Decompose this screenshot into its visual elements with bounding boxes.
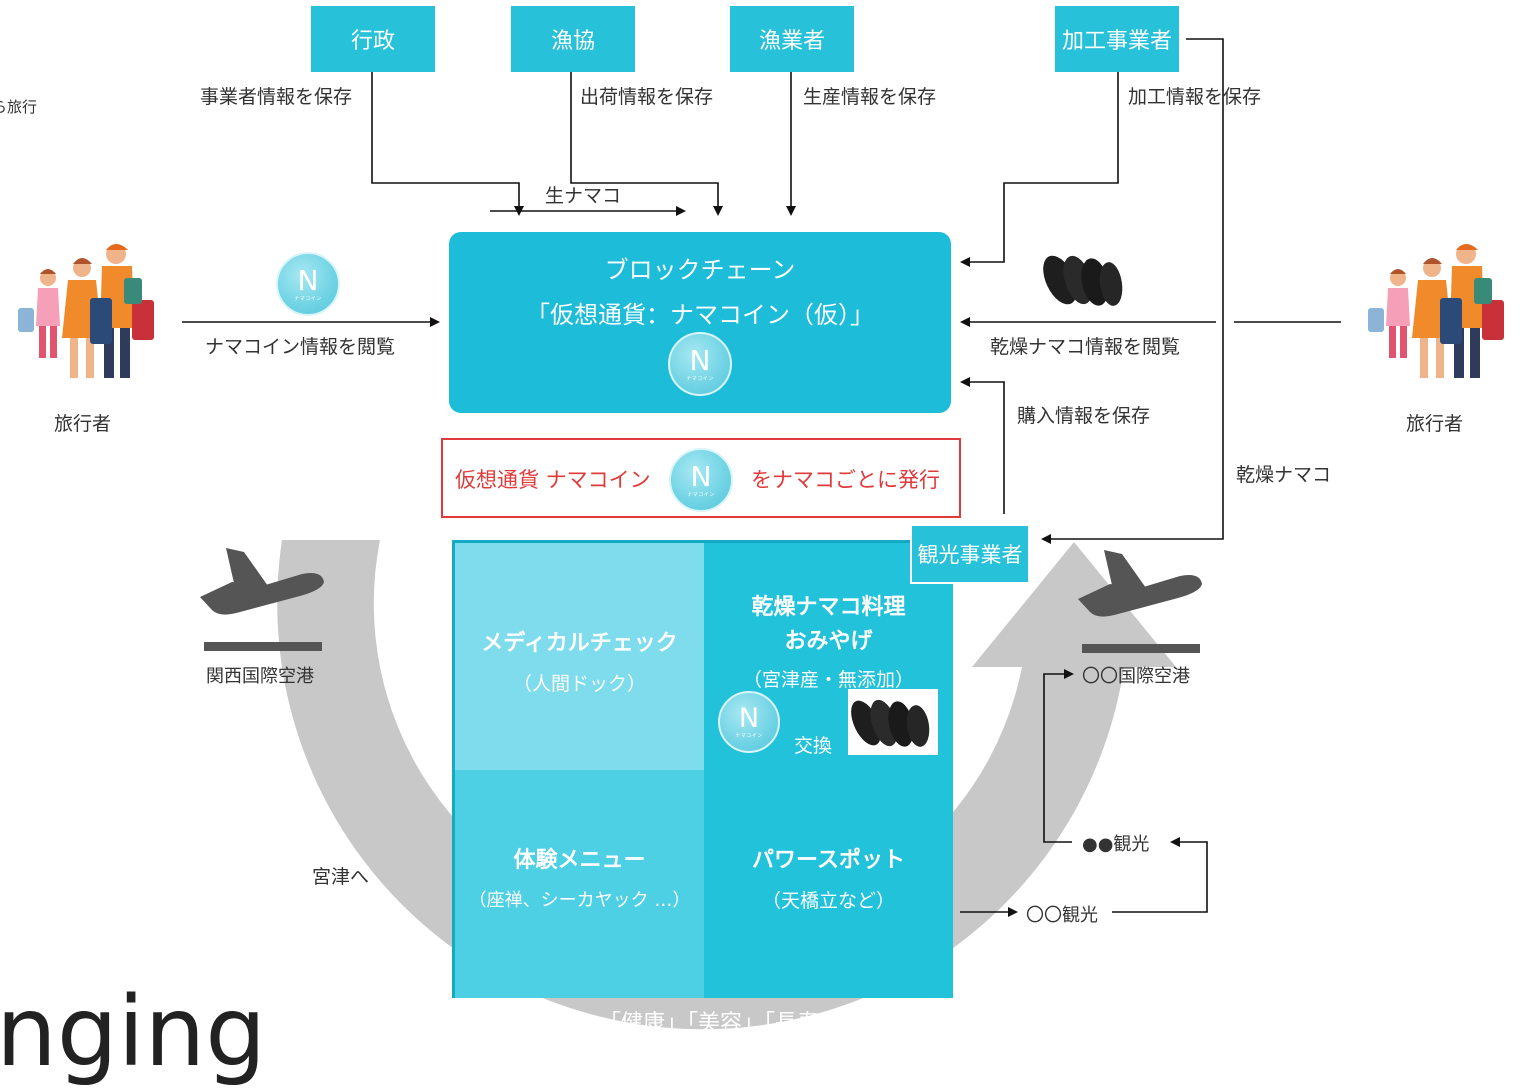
issue-notice-left: 仮想通貨 ナマコイン xyxy=(455,468,651,492)
label-gov-save: 事業者情報を保存 xyxy=(200,86,353,108)
dried-sea-cucumber-image xyxy=(1043,255,1123,306)
cut-off-text: ら旅行 xyxy=(0,98,38,116)
stakeholder-coop: 漁協 xyxy=(511,6,635,72)
experience-sub: （座禅、シーカヤック …） xyxy=(468,890,691,911)
label-traveler-right: 旅行者 xyxy=(1406,413,1464,435)
issue-notice-right: をナマコごとに発行 xyxy=(751,468,940,492)
traveler-family-icon-right xyxy=(1368,244,1504,378)
medical-title: メディカルチェック xyxy=(481,631,678,656)
blockchain-title: ブロックチェーン xyxy=(604,256,796,284)
label-view-coin: ナマコイン情報を閲覧 xyxy=(205,336,396,358)
label-view-dried: 乾燥ナマコ情報を閲覧 xyxy=(990,336,1181,358)
cell-medical: メディカルチェック （人間ドック） xyxy=(455,543,704,770)
blockchain-subtitle: 「仮想通貨：ナマコイン（仮）」 xyxy=(526,301,874,329)
stakeholder-fisher: 漁業者 xyxy=(730,6,854,72)
label-processor-save: 加工情報を保存 xyxy=(1128,86,1262,108)
issue-notice: 仮想通貨 ナマコイン N ナマコイン をナマコごとに発行 xyxy=(441,438,961,518)
label-traveler-left: 旅行者 xyxy=(54,413,112,435)
power-sub: （天橋立など） xyxy=(761,890,895,912)
medical-sub: （人間ドック） xyxy=(512,673,646,695)
cell-experience: 体験メニュー （座禅、シーカヤック …） xyxy=(455,770,704,998)
theme-label: テーマ：「健康」「美容」「長寿」 xyxy=(522,1011,842,1036)
namacoin-icon-notice: N ナマコイン xyxy=(669,448,733,512)
stakeholder-gov: 行政 xyxy=(311,6,435,72)
label-kansai-airport: 関西国際空港 xyxy=(206,666,314,687)
cuisine-sub: （宮津産・無添加） xyxy=(742,669,914,691)
namacoin-icon-exchange: N ナマコイン xyxy=(718,691,780,753)
airplane-departure-icon-right xyxy=(1078,550,1202,653)
label-sightseeing-b: 〇〇観光 xyxy=(1026,905,1098,926)
airplane-departure-icon xyxy=(200,548,324,651)
cuisine-title-1: 乾燥ナマコ料理 xyxy=(751,595,906,620)
tourism-operator-box: 観光事業者 xyxy=(910,524,1030,584)
cuisine-title-2: おみやげ xyxy=(784,629,873,654)
cuisine-photo xyxy=(848,689,938,755)
traveler-family-icon xyxy=(18,244,154,378)
experience-title: 体験メニュー xyxy=(513,848,646,873)
label-raw-sea-cucumber: 生ナマコ xyxy=(545,185,622,207)
namacoin-icon-chain: N ナマコイン xyxy=(668,332,732,396)
exchange-label: 交換 xyxy=(794,735,833,757)
cell-power-spot: パワースポット （天橋立など） xyxy=(704,770,953,998)
label-fisher-save: 生産情報を保存 xyxy=(803,86,937,108)
blockchain-box: ブロックチェーン 「仮想通貨：ナマコイン（仮）」 N ナマコイン xyxy=(449,232,951,413)
stakeholder-processor: 加工事業者 xyxy=(1055,6,1179,72)
dried-sea-cucumber-photo xyxy=(851,699,930,747)
label-other-airport: 〇〇国際空港 xyxy=(1082,666,1190,687)
power-title: パワースポット xyxy=(752,848,905,873)
tourism-grid: メディカルチェック （人間ドック） 乾燥ナマコ料理 おみやげ （宮津産・無添加）… xyxy=(452,540,953,998)
bottom-cut-text: nging xyxy=(0,976,267,1088)
label-purchase-save: 購入情報を保存 xyxy=(1017,405,1151,427)
label-to-miyazu: 宮津へ xyxy=(312,866,370,888)
label-dried-sea-cucumber: 乾燥ナマコ xyxy=(1236,464,1332,486)
label-sightseeing-a: ●●観光 xyxy=(1082,834,1150,855)
namacoin-icon: N ナマコイン xyxy=(276,252,340,316)
label-coop-save: 出荷情報を保存 xyxy=(580,86,714,108)
